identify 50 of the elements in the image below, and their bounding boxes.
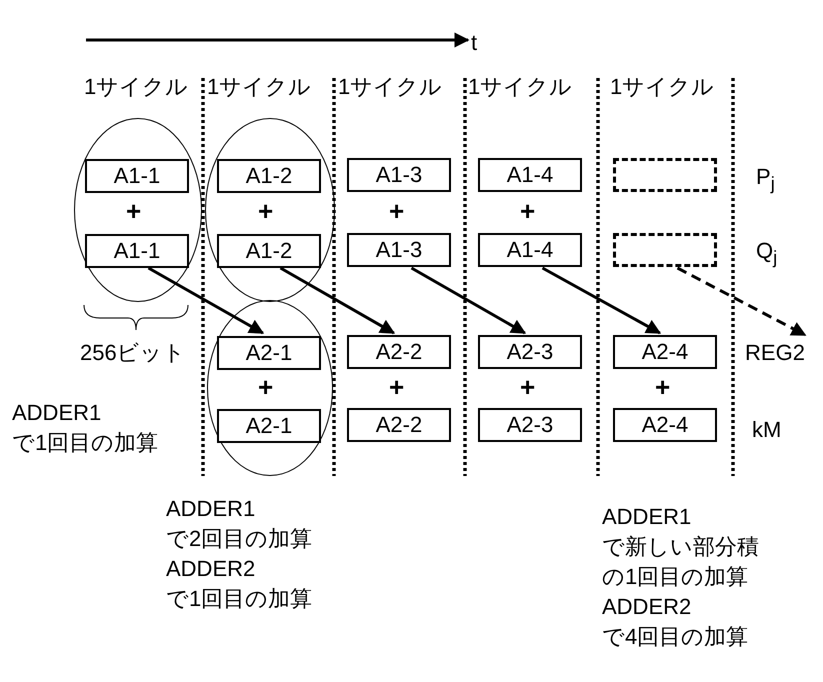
- cycle-label: 1サイクル: [610, 73, 714, 101]
- arrow: [148, 266, 264, 334]
- row-label: kM: [752, 416, 782, 444]
- register-box: A2-4: [613, 335, 717, 369]
- register-box: A2-1: [217, 336, 321, 370]
- register-box: A1-3: [347, 158, 451, 192]
- register-box: A1-2: [217, 234, 321, 268]
- cycle-label: 1サイクル: [84, 73, 188, 101]
- plus-sign: +: [126, 196, 142, 226]
- plus-sign: +: [520, 196, 536, 226]
- register-box: A1-1: [85, 234, 189, 268]
- note-text: ADDER1 で1回目の加算: [12, 399, 160, 457]
- register-box: A2-2: [347, 408, 451, 442]
- cycle-label: 1サイクル: [207, 73, 312, 101]
- plus-sign: +: [520, 372, 536, 402]
- register-box: A1-4: [478, 158, 582, 192]
- register-box: A2-3: [478, 335, 582, 369]
- plus-sign: +: [258, 196, 274, 226]
- ellipse-outline: [74, 118, 202, 302]
- note-text: ADDER2 で1回目の加算: [166, 555, 314, 613]
- cycle-label: 1サイクル: [338, 73, 442, 101]
- register-box: A1-2: [217, 159, 321, 193]
- register-box: A2-4: [613, 408, 717, 442]
- plus-sign: +: [389, 372, 404, 402]
- plus-sign: +: [655, 372, 670, 402]
- arrow: [410, 266, 526, 334]
- register-box: A1-3: [347, 233, 451, 267]
- arrow: [542, 266, 662, 334]
- note-text: ADDER1 で2回目の加算: [166, 495, 314, 553]
- time-label: t: [471, 29, 478, 57]
- plus-sign: +: [258, 372, 274, 402]
- plus-sign: +: [389, 196, 404, 226]
- register-box: A2-3: [478, 408, 582, 442]
- row-label: Q$_{j}$: [756, 237, 778, 270]
- cycle-label: 1サイクル: [468, 73, 572, 101]
- register-box: A2-1: [217, 409, 321, 443]
- arrow: [280, 266, 396, 334]
- register-box: A2-2: [347, 335, 451, 369]
- row-label: P$_{j}$: [756, 163, 775, 196]
- register-box: A1-1: [85, 159, 189, 193]
- note-text: ADDER2 で4回目の加算: [602, 593, 750, 651]
- dashed-box: [613, 158, 717, 192]
- row-label: REG2: [732, 337, 818, 369]
- ellipse-outline: [205, 118, 335, 302]
- note-text: ADDER1 で新しい部分積の1回目の加算: [602, 503, 760, 591]
- ellipse-outline: [207, 300, 333, 476]
- register-box: A1-4: [478, 233, 582, 267]
- dashed-box: [613, 233, 717, 267]
- width-label: 256ビット: [80, 339, 186, 367]
- arrow: [676, 266, 806, 336]
